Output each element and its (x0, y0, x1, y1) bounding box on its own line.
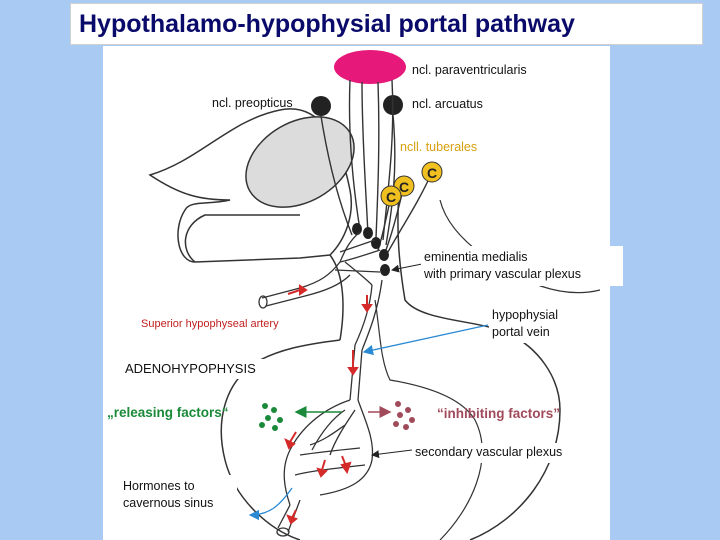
label-tuberales: ncll. tuberales (400, 140, 478, 154)
tuberal-cell-letter: C (386, 189, 396, 205)
label-eminentia-line2: with primary vascular plexus (424, 267, 581, 281)
label-secondary-plexus: secondary vascular plexus (413, 443, 595, 463)
portal-vein-pointer (362, 324, 489, 356)
hypothalamus-outline (148, 108, 352, 263)
eminentia-pointer (391, 263, 423, 273)
label-preopticus: ncl. preopticus (212, 96, 293, 110)
tuberal-cell (421, 161, 443, 183)
third-ventricle-outline (184, 214, 300, 263)
label-arcuatus: ncl. arcuatus (412, 97, 483, 111)
label-portal-vein-line1: hypophysial (492, 308, 559, 322)
secondary-plexus-pointer (371, 449, 413, 459)
title-box: Hypothalamo-hypophysial portal pathway (70, 3, 703, 45)
label-hormones-line1: Hormones to (123, 479, 195, 493)
paraventricular-nucleus (334, 50, 406, 84)
infundibulum-outline-right (397, 179, 561, 540)
label-portal-vein: hypophysial portal vein (489, 305, 581, 343)
label-eminentia-medialis: eminentia medialis with primary vascular… (421, 246, 623, 286)
label-paraventricularis: ncl. paraventricularis (412, 63, 527, 77)
tuberal-cell-letter: C (427, 165, 437, 181)
superior-hypophyseal-artery (261, 231, 361, 299)
label-eminentia-line1: eminentia medialis (424, 250, 528, 264)
label-hormones-line2: cavernous sinus (123, 496, 214, 510)
label-portal-vein-line2: portal vein (492, 325, 550, 339)
tuberal-cell-letter: C (399, 179, 409, 195)
label-releasing-factors: „releasing factors“ (107, 405, 229, 420)
label-superior-artery: Superior hypophyseal artery (141, 318, 279, 330)
preoptic-nucleus (311, 96, 331, 116)
label-adenohypophysis: ADENOHYPOPHYSIS (122, 359, 264, 379)
label-hormones: Hormones to cavernous sinus (103, 475, 237, 515)
tuberal-cell (380, 185, 402, 207)
label-inhibiting-factors: “inhibiting factors” (437, 406, 560, 421)
hormones-pointer (248, 487, 293, 521)
infundibulum-outline-left (329, 254, 344, 341)
page-title: Hypothalamo-hypophysial portal pathway (79, 10, 575, 38)
